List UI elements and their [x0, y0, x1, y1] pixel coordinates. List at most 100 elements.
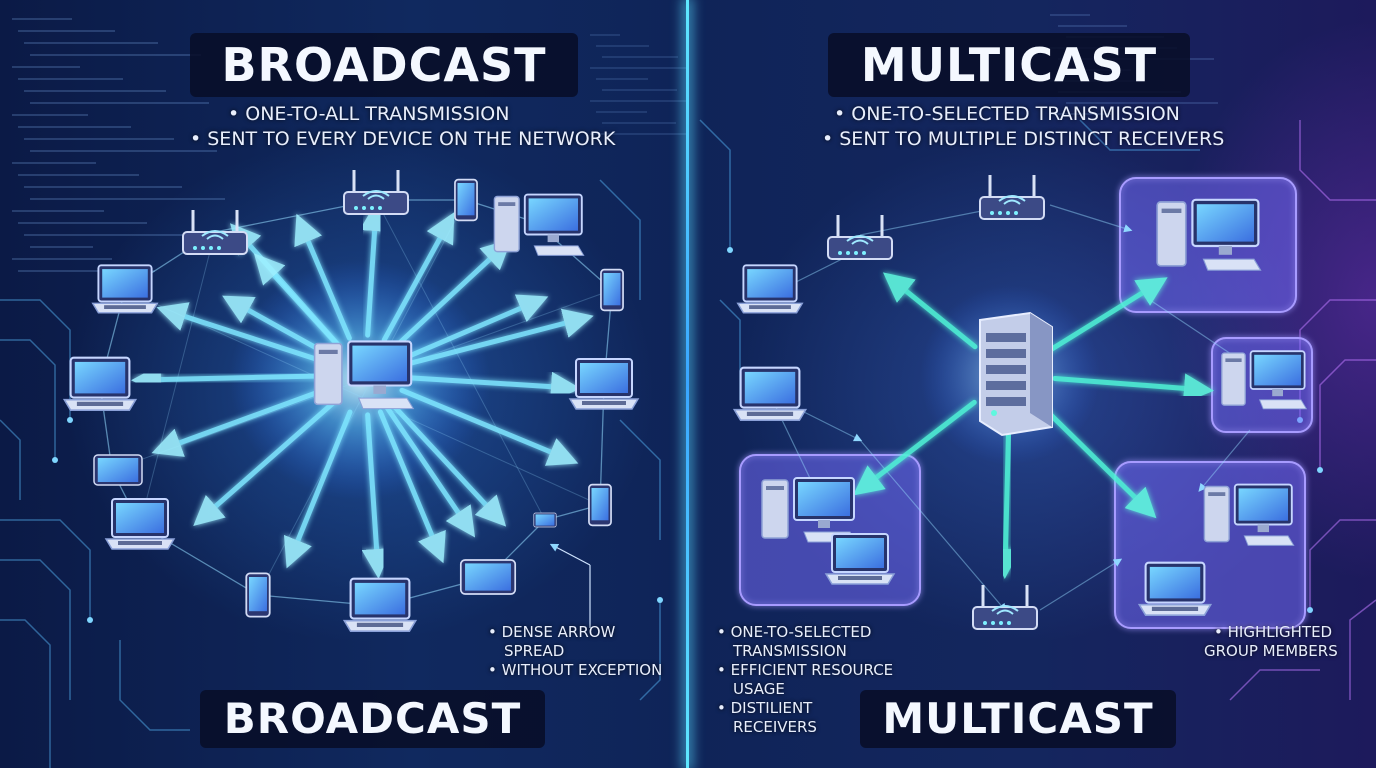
circuit-trace — [619, 419, 661, 540]
desktop-computer-icon — [1203, 483, 1295, 546]
router-icon — [972, 585, 1038, 630]
code-line — [602, 122, 676, 124]
broadcast-note-1-cont: SPREAD — [504, 642, 565, 660]
code-line — [12, 66, 80, 68]
circuit-node — [1317, 467, 1323, 473]
desktop-computer-icon — [761, 477, 857, 543]
code-line — [602, 56, 678, 58]
broadcast-title: BROADCAST — [190, 33, 578, 97]
broadcast-arrow — [402, 371, 581, 402]
tablet-icon — [93, 454, 143, 486]
broadcast-bullet-1: ONE-TO-ALL TRANSMISSION — [190, 102, 630, 127]
multicast-link — [1149, 299, 1243, 362]
broadcast-arrow — [151, 386, 330, 457]
code-line — [18, 78, 123, 80]
multicast-bullets: ONE-TO-SELECTED TRANSMISSION SENT TO MUL… — [822, 102, 1262, 152]
laptop-icon — [736, 264, 804, 314]
multicast-arrow — [1039, 403, 1157, 519]
router-icon — [343, 170, 409, 215]
circuit-trace — [0, 339, 56, 460]
laptop-icon — [568, 358, 640, 410]
laptop-icon — [91, 264, 159, 314]
broadcast-arrow — [389, 401, 507, 527]
code-line — [24, 90, 166, 92]
multicast-notes-right: HIGHLIGHTED GROUP MEMBERS — [1204, 623, 1369, 661]
router-icon — [182, 210, 248, 255]
multicast-link — [1039, 558, 1123, 611]
multicast-note-right-1: HIGHLIGHTED — [1204, 623, 1369, 642]
broadcast-arrow — [222, 295, 333, 359]
code-line — [596, 45, 649, 47]
broadcast-arrow — [131, 364, 328, 395]
multicast-arrow — [990, 417, 1021, 579]
circuit-trace — [1299, 120, 1376, 201]
broadcast-arrow — [361, 412, 392, 579]
broadcast-arrow — [253, 253, 341, 348]
multicast-note-2-cont: USAGE — [733, 680, 785, 698]
multicast-note-3-cont: RECEIVERS — [733, 718, 817, 736]
circuit-node — [657, 597, 663, 603]
circuit-trace — [1319, 359, 1376, 470]
circuit-node — [87, 617, 93, 623]
broadcast-bullet-2: SENT TO EVERY DEVICE ON THE NETWORK — [190, 127, 630, 152]
circuit-trace — [699, 119, 731, 250]
circuit-trace — [0, 299, 71, 420]
circuit-trace — [119, 640, 190, 731]
code-line — [30, 246, 93, 248]
broadcast-arrow — [401, 308, 594, 368]
router-icon — [979, 175, 1045, 220]
multicast-arrow — [852, 399, 977, 496]
laptop-icon — [824, 533, 896, 585]
circuit-trace — [1349, 599, 1376, 700]
broadcast-arrow — [399, 294, 549, 362]
code-line — [602, 89, 677, 91]
multicast-note-2: EFFICIENT RESOURCE — [717, 661, 917, 680]
circuit-trace — [0, 559, 71, 700]
broadcast-arrow — [283, 409, 353, 569]
code-line — [12, 258, 112, 260]
phone-icon — [588, 483, 612, 527]
multicast-note-3: DISTILIENT — [717, 699, 917, 718]
circuit-traces — [0, 119, 1376, 768]
broadcast-arrow — [381, 212, 455, 343]
multicast-note-1: ONE-TO-SELECTED — [717, 623, 917, 642]
circuit-node — [727, 247, 733, 253]
code-line — [12, 114, 88, 116]
desktop-computer-icon — [1156, 198, 1262, 271]
code-line — [30, 54, 201, 56]
broadcast-arrow — [294, 213, 352, 341]
broadcast-note-1: DENSE ARROW — [488, 623, 688, 642]
desktop-computer-icon — [313, 340, 415, 410]
code-line — [590, 67, 689, 69]
multicast-note-1-cont: TRANSMISSION — [733, 642, 847, 660]
code-line — [18, 270, 155, 272]
broadcast-note-2: WITHOUT EXCEPTION — [488, 661, 688, 680]
multicast-arrow — [1052, 373, 1214, 404]
code-line — [24, 234, 190, 236]
circuit-trace — [719, 299, 741, 400]
code-line — [30, 150, 217, 152]
tablet-icon — [533, 512, 557, 528]
code-line — [18, 174, 139, 176]
laptop-icon — [732, 366, 808, 421]
circuit-trace — [599, 179, 641, 300]
laptop-icon — [104, 498, 176, 550]
mesh-link — [375, 199, 546, 521]
tablet-icon — [459, 559, 517, 595]
phone-icon — [600, 268, 624, 312]
circuit-node — [67, 417, 73, 423]
circuit-node — [1307, 607, 1313, 613]
broadcast-arrow — [399, 387, 579, 466]
desktop-computer-icon — [493, 193, 585, 256]
server-icon — [979, 311, 1053, 437]
multicast-notes-left: ONE-TO-SELECTED TRANSMISSION EFFICIENT R… — [717, 623, 917, 737]
code-line — [24, 42, 158, 44]
circuit-trace — [1309, 519, 1376, 610]
phone-icon — [245, 572, 271, 618]
multicast-title: MULTICAST — [828, 33, 1190, 97]
mesh-link — [257, 199, 467, 596]
multicast-bullet-2: SENT TO MULTIPLE DISTINCT RECEIVERS — [822, 127, 1262, 152]
laptop-icon — [342, 577, 418, 632]
broadcast-arrow — [391, 238, 512, 351]
